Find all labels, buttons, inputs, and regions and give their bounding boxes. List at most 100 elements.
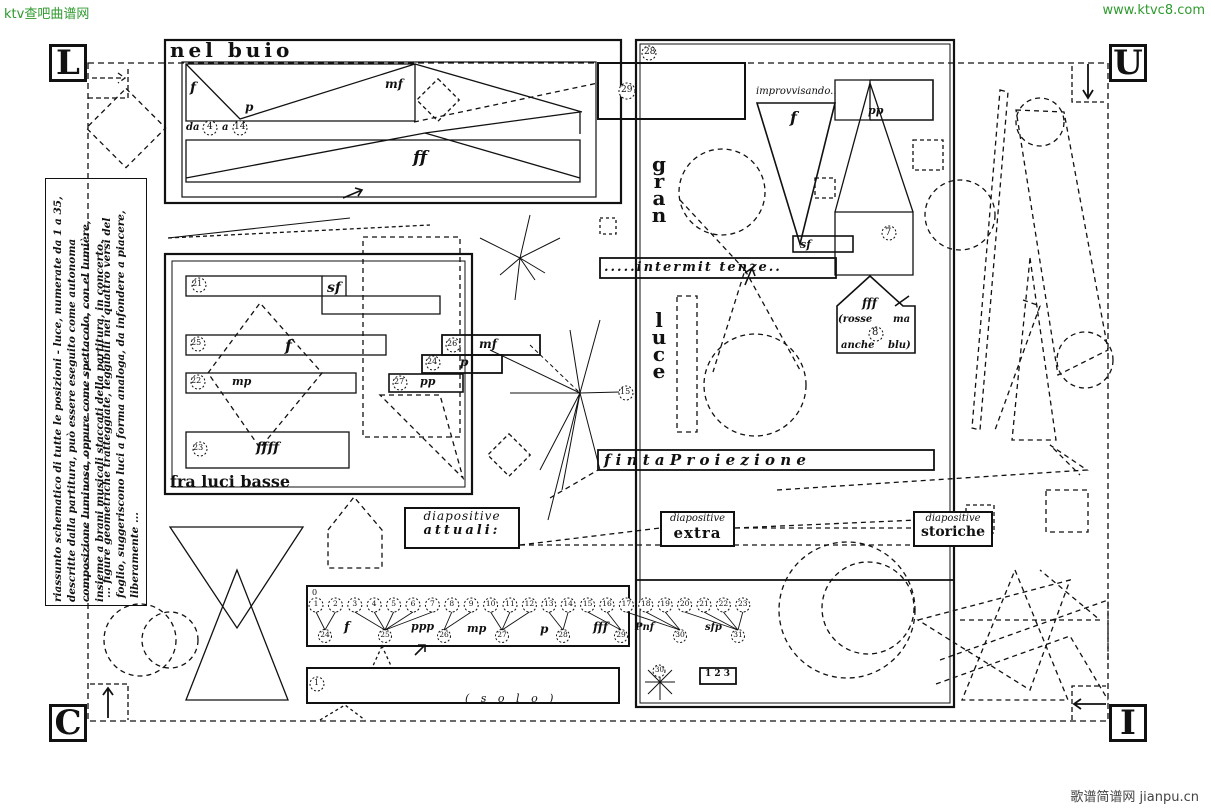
strip-connector xyxy=(684,611,739,631)
range-to: 14 xyxy=(234,122,246,132)
box-number-29: 29 xyxy=(621,85,633,95)
strip-marker-9 xyxy=(463,597,479,613)
strip-connector xyxy=(501,611,530,631)
strip-marker-15 xyxy=(580,597,596,613)
strip-connector xyxy=(501,611,511,631)
strip-marker-5 xyxy=(386,597,402,613)
strip-connector xyxy=(315,611,326,631)
strip-number-5: 5 xyxy=(391,599,396,608)
strip-dyn-pf: Pnf xyxy=(635,622,655,633)
improvvisando-label: improvvisando.. xyxy=(756,86,837,97)
strip-connector xyxy=(384,611,414,631)
box-number-28: 28 xyxy=(644,47,656,57)
strip-lower-number-25: 25 xyxy=(380,630,390,639)
strip-marker-1 xyxy=(308,597,324,613)
strip-marker-18 xyxy=(638,597,654,613)
dyn-pp-fra: pp xyxy=(420,375,436,388)
strip-marker-16 xyxy=(599,597,615,613)
strip-connector xyxy=(664,611,681,631)
diapositive-storiche-bottom: storiche xyxy=(921,524,985,540)
range-from: 4 xyxy=(207,122,213,132)
nel-buio-title: nel buio xyxy=(170,38,294,62)
corner-letter-i: I xyxy=(1109,704,1147,742)
box-number-27: 27 xyxy=(394,377,405,386)
diapositive-attuali-top: diapositive xyxy=(423,509,501,523)
strip-connector xyxy=(645,611,681,631)
dyn-sf-fra: sf xyxy=(327,280,341,296)
diapositive-extra-bottom: extra xyxy=(673,524,722,542)
strip-number-10: 10 xyxy=(485,599,496,608)
diapositive-storiche-top: diapositive xyxy=(925,513,981,524)
strip-number-15: 15 xyxy=(582,599,593,608)
strip-marker-23 xyxy=(735,597,751,613)
strip-connector xyxy=(737,611,744,631)
corner-letter-u: U xyxy=(1109,44,1147,82)
strip-dyn-fff: fff xyxy=(593,620,609,634)
strip-lower-number-27: 27 xyxy=(497,630,507,639)
strip-marker-7 xyxy=(424,597,440,613)
nel-buio-box xyxy=(163,38,623,205)
strip-marker-12 xyxy=(521,597,537,613)
corner-letter-l: L xyxy=(49,44,87,82)
box-number-24: 24 xyxy=(427,357,438,366)
dyn-mf-buio: mf xyxy=(385,77,403,91)
strip-lower-number-26: 26 xyxy=(439,630,449,639)
watermark-top-right: www.ktvc8.com xyxy=(1102,3,1205,18)
box-number-23: 23 xyxy=(193,443,204,452)
box-number-30: 30 xyxy=(655,666,664,674)
strip-marker-14 xyxy=(560,597,576,613)
dyn-mf-fra: mf xyxy=(479,337,497,351)
strip-lower-number-31: 31 xyxy=(733,630,743,639)
strip-number-13: 13 xyxy=(544,599,554,608)
strip-number-20: 20 xyxy=(679,599,690,608)
range-a: a xyxy=(222,122,229,133)
strip-number-11: 11 xyxy=(505,599,515,608)
rosse-line2: anche xyxy=(841,340,875,351)
strip-number-1: 1 xyxy=(313,599,319,608)
dyn-fff-house: fff xyxy=(862,296,878,310)
strip-number-18: 18 xyxy=(641,599,651,608)
strip-connector xyxy=(606,611,622,631)
strip-connector xyxy=(723,611,739,631)
strip-number-17: 17 xyxy=(621,599,632,608)
strip-marker-19 xyxy=(657,597,673,613)
rosse-line2b: blu) xyxy=(888,340,911,351)
strip-marker-2 xyxy=(327,597,343,613)
strip-connector xyxy=(562,611,569,631)
strip-connector xyxy=(384,611,395,631)
intermittenze-label: .....intermit tenze.. xyxy=(604,260,782,275)
finta-proiezione-label: f i n t a P r o i e z i o n e xyxy=(604,451,806,469)
strip-number-3: 3 xyxy=(352,599,358,608)
strip-dyn-f: f xyxy=(344,620,350,635)
strip-connector xyxy=(703,611,739,631)
strip-connector xyxy=(443,611,453,631)
strip-connector xyxy=(354,611,386,631)
strip-lower-number-24: 24 xyxy=(320,630,330,639)
strip-lower-number-28: 28 xyxy=(558,630,568,639)
diapositive-extra-top: diapositive xyxy=(669,513,726,524)
rosse-line1: (rosse xyxy=(838,314,873,325)
strip-number-21: 21 xyxy=(699,599,709,608)
side-note-outer: riassunto schematico di tutte le posizio… xyxy=(52,196,106,602)
strip-marker-8 xyxy=(444,597,460,613)
strip-connector xyxy=(490,611,503,631)
strip-lower-number-30: 30 xyxy=(675,630,685,639)
small-box-label: 1 2 3 xyxy=(705,669,731,679)
strip-number-16: 16 xyxy=(602,599,612,608)
dyn-ff-buio: ff xyxy=(413,148,428,168)
diapositive-storiche-box: diapositive storiche xyxy=(913,511,993,547)
dyn-p-buio: p xyxy=(245,100,254,114)
dyn-ffff-fra: ffff xyxy=(256,440,280,456)
strip-number-4: 4 xyxy=(371,599,377,608)
strip-lower-number-29: 29 xyxy=(616,630,626,639)
box-number-0: 0 xyxy=(312,588,318,597)
strip-number-12: 12 xyxy=(524,599,535,608)
diapositive-extra-box: diapositive extra xyxy=(660,511,735,547)
fra-luci-basse-box xyxy=(163,252,474,496)
side-note-box xyxy=(45,178,147,606)
dyn-mp-fra: mp xyxy=(232,375,252,388)
strip-marker-4 xyxy=(366,597,382,613)
strip-dyn-ppp: ppp xyxy=(411,620,435,633)
box-number-22: 22 xyxy=(191,376,202,385)
